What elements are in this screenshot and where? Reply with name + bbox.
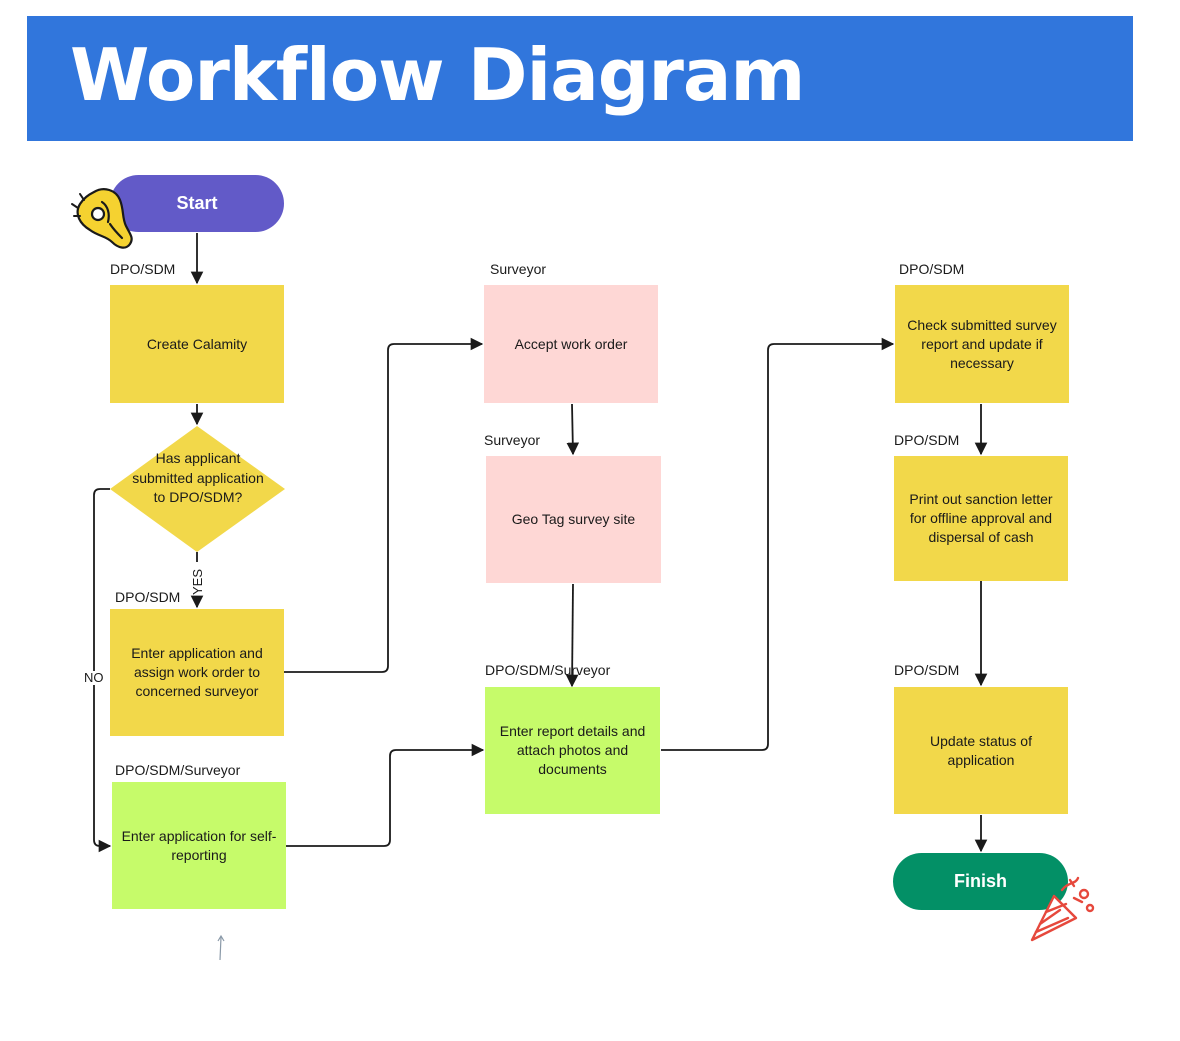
ok-hand-icon (71, 188, 133, 249)
step-report-details: Enter report details and attach photos a… (485, 687, 660, 814)
lane-label-print-letter: DPO/SDM (894, 432, 960, 448)
step-accept-work-order: Accept work order (484, 285, 658, 403)
step-decision-text: Has applicant submitted application to D… (132, 450, 264, 505)
step-create-calamity: Create Calamity (110, 285, 284, 403)
branch-yes-label: YES (190, 569, 205, 596)
lane-label-update-status: DPO/SDM (894, 662, 960, 678)
arrow-self-to-report (286, 743, 485, 847)
lane-label-self-reporting: DPO/SDM/Surveyor (115, 762, 241, 778)
finish-terminal: Finish (893, 853, 1068, 910)
arrow-enter-to-accept (284, 337, 484, 673)
lane-label-enter-application: DPO/SDM (115, 589, 181, 605)
lane-label-report-details: DPO/SDM/Surveyor (485, 662, 611, 678)
lane-label-check-report: DPO/SDM (899, 261, 965, 277)
arrow-decision-no (93, 488, 112, 853)
arrow-accept-to-geotag (566, 403, 580, 456)
lane-label-accept-work-order: Surveyor (490, 261, 547, 277)
arrow-report-to-check (661, 337, 895, 751)
step-check-report: Check submitted survey report and update… (895, 285, 1069, 403)
step-print-letter: Print out sanction letter for offline ap… (894, 456, 1068, 581)
start-label: Start (176, 193, 218, 213)
party-popper-icon (1030, 876, 1095, 942)
step-geo-tag: Geo Tag survey site (486, 456, 661, 583)
lane-label-create-calamity: DPO/SDM (110, 261, 176, 277)
lane-label-geo-tag: Surveyor (484, 432, 541, 448)
arrow-up-icon (217, 934, 225, 961)
finish-label: Finish (954, 871, 1007, 891)
branch-no-label: NO (83, 670, 105, 685)
decision-diamond (110, 426, 285, 552)
step-enter-application: Enter application and assign work order … (110, 609, 284, 736)
step-update-status: Update status of application (894, 687, 1068, 814)
title-banner: Workflow Diagram (27, 16, 1133, 141)
page-title: Workflow Diagram (70, 33, 805, 117)
start-terminal: Start (110, 175, 284, 232)
arrow-geotag-to-report (565, 583, 579, 688)
step-self-reporting: Enter application for self-reporting (112, 782, 286, 909)
